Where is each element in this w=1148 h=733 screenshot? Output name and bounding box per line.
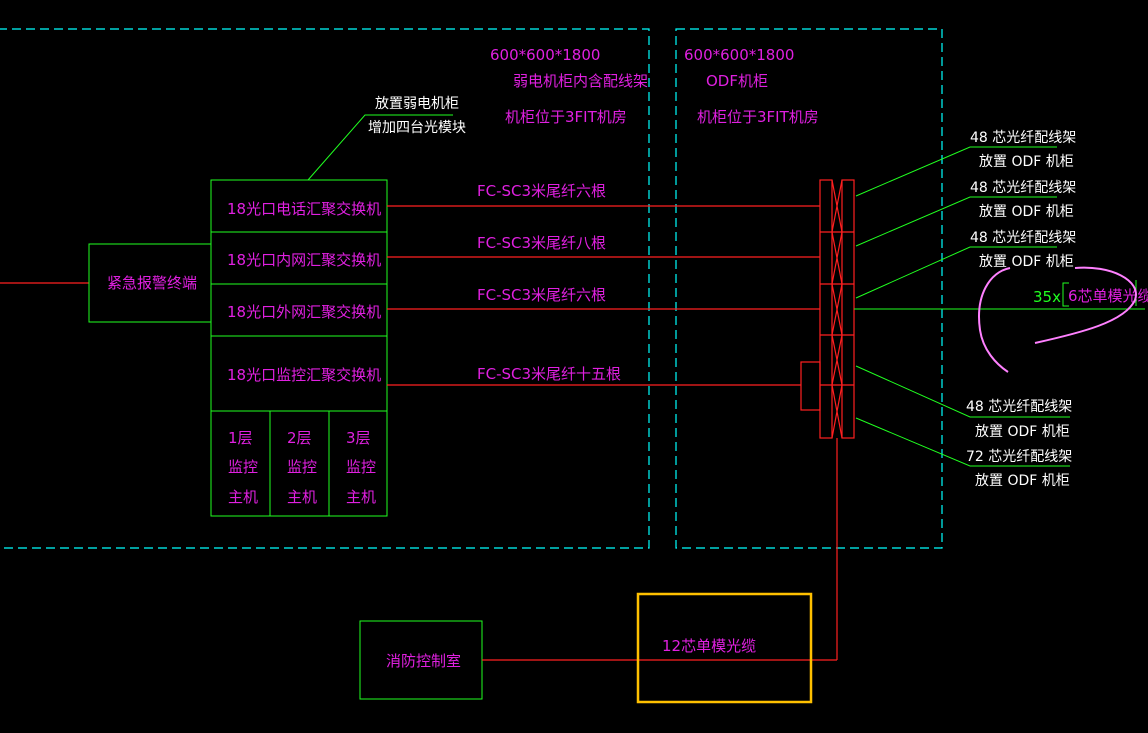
cable-label-intranet: FC-SC3米尾纤八根: [477, 234, 606, 252]
trunk-cable-spec: 6芯单模光缆: [1068, 287, 1148, 305]
odf-frame-5-title: 72 芯光纤配线架: [966, 449, 1072, 465]
host-2-floor: 2层: [287, 429, 312, 447]
annotation-circle: [978, 266, 1137, 373]
cable-label-phone: FC-SC3米尾纤六根: [477, 182, 606, 200]
switch-label-phone: 18光口电话汇聚交换机: [227, 200, 381, 218]
trunk-cable-count: 35x: [1033, 288, 1061, 306]
switch-label-intranet: 18光口内网汇聚交换机: [227, 251, 381, 269]
cabinet-1-location: 机柜位于3FIT机房: [505, 108, 627, 126]
odf-frame-1-title: 48 芯光纤配线架: [970, 130, 1076, 146]
host-2-l2: 监控: [287, 458, 317, 476]
host-1-l3: 主机: [228, 488, 258, 506]
host-2-l3: 主机: [287, 488, 317, 506]
odf-frame-3-sub: 放置 ODF 机柜: [979, 254, 1074, 270]
cabinet-1-name: 弱电机柜内含配线架: [513, 72, 648, 90]
cabinet-2-location: 机柜位于3FIT机房: [697, 108, 819, 126]
host-3-l2: 监控: [346, 458, 376, 476]
switch-label-monitor: 18光口监控汇聚交换机: [227, 366, 381, 384]
cable-label-extranet: FC-SC3米尾纤六根: [477, 286, 606, 304]
switch-label-extranet: 18光口外网汇聚交换机: [227, 303, 381, 321]
cabinet-1-size: 600*600*1800: [490, 46, 600, 64]
single-mode-highlight: [636, 592, 813, 704]
cabinet-2-outline: [675, 28, 943, 549]
callout-line-1: 放置弱电机柜: [375, 96, 459, 112]
cabinet-1-outline: [0, 28, 650, 549]
odf-frame-2-title: 48 芯光纤配线架: [970, 180, 1076, 196]
host-1-floor: 1层: [228, 429, 253, 447]
frame-leaders: [854, 146, 1145, 467]
fire-control-label: 消防控制室: [386, 652, 461, 670]
trunk-cable-bracket: [1062, 282, 1069, 307]
odf-frame-2-sub: 放置 ODF 机柜: [979, 204, 1074, 220]
odf-patch-panel: [800, 179, 855, 660]
host-3-l3: 主机: [346, 488, 376, 506]
odf-frame-4-title: 48 芯光纤配线架: [966, 399, 1072, 415]
cabinet-2-name: ODF机柜: [706, 72, 768, 90]
terminal-label: 紧急报警终端: [107, 274, 197, 292]
odf-frame-1-sub: 放置 ODF 机柜: [979, 154, 1074, 170]
odf-frame-4-sub: 放置 ODF 机柜: [975, 424, 1070, 440]
switch-stack: [210, 179, 388, 517]
cable-label-monitor: FC-SC3米尾纤十五根: [477, 365, 621, 383]
cabinet-2-size: 600*600*1800: [684, 46, 794, 64]
host-3-floor: 3层: [346, 429, 371, 447]
host-1-l2: 监控: [228, 458, 258, 476]
callout-line-2: 增加四台光模块: [368, 120, 466, 136]
odf-frame-3-title: 48 芯光纤配线架: [970, 230, 1076, 246]
single-mode-label: 12芯单模光缆: [662, 637, 756, 655]
odf-frame-5-sub: 放置 ODF 机柜: [975, 473, 1070, 489]
callout-leader: [307, 114, 453, 181]
